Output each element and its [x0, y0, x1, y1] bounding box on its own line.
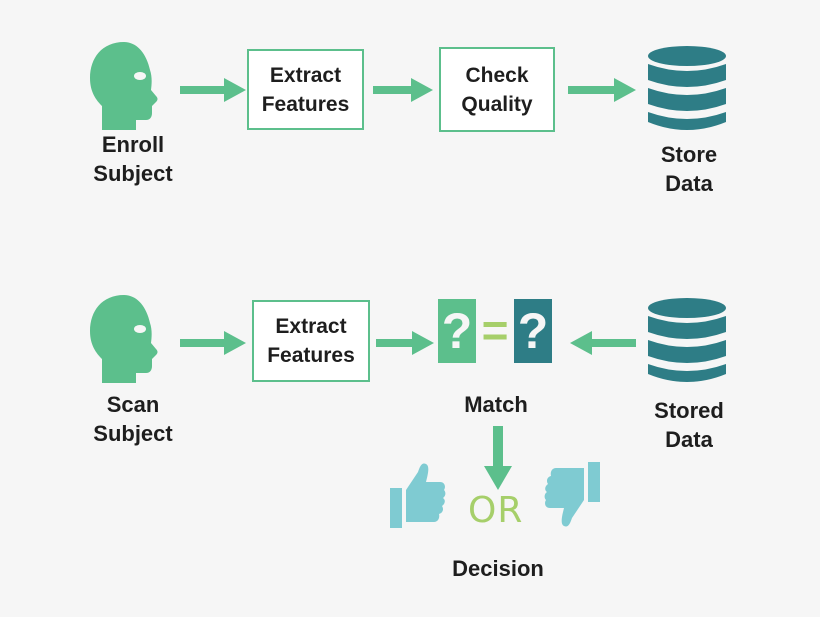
enroll-arrow-2	[373, 78, 433, 102]
enroll-extract-line2: Features	[261, 92, 350, 116]
stored-data-line1: Stored	[654, 398, 724, 423]
scan-subject-label: Scan Subject	[78, 390, 188, 448]
enroll-extract-line1: Extract	[269, 63, 342, 87]
question-icon-right: ?	[517, 303, 549, 359]
enroll-arrow-3	[568, 78, 636, 102]
stored-database-icon	[648, 298, 726, 382]
store-data-line1: Store	[660, 142, 718, 167]
question-icon-left: ?	[441, 303, 473, 359]
enroll-subject-line2: Subject	[93, 161, 173, 186]
stored-data-label: Stored Data	[634, 396, 744, 454]
check-quality-line1: Check	[465, 63, 529, 87]
or-label: OR	[468, 490, 524, 531]
scan-extract-line2: Features	[267, 344, 355, 367]
match-equals-sign: =	[481, 304, 509, 356]
match-label: Match	[464, 392, 528, 417]
thumbs-up-icon	[390, 463, 446, 528]
enroll-arrow-1	[180, 78, 246, 102]
stored-arrow-left	[570, 331, 636, 355]
scan-arrow-2	[376, 331, 434, 355]
match-down-arrow	[484, 426, 512, 490]
match-question-tile-left: ?	[438, 299, 476, 363]
scan-arrow-1	[180, 331, 246, 355]
stored-data-line2: Data	[665, 427, 713, 452]
store-data-line2: Data	[665, 171, 713, 196]
scan-subject-line1: Scan	[106, 392, 160, 417]
decision-label: Decision	[452, 556, 544, 581]
enroll-subject-line1: Enroll	[101, 132, 165, 157]
scan-extract-line1: Extract	[275, 315, 347, 338]
scan-extract-features-box: Extract Features	[252, 300, 370, 382]
enroll-head-icon	[90, 42, 158, 130]
enroll-extract-features-box: Extract Features	[247, 49, 364, 130]
enroll-subject-label: Enroll Subject	[78, 130, 188, 188]
check-quality-box: Check Quality	[439, 47, 555, 132]
store-data-label: Store Data	[634, 140, 744, 198]
check-quality-line2: Quality	[461, 92, 533, 116]
match-question-tile-right: ?	[514, 299, 552, 363]
store-database-icon	[648, 46, 726, 130]
scan-subject-line2: Subject	[93, 421, 173, 446]
scan-head-icon	[90, 295, 158, 383]
thumbs-down-icon	[544, 462, 600, 527]
